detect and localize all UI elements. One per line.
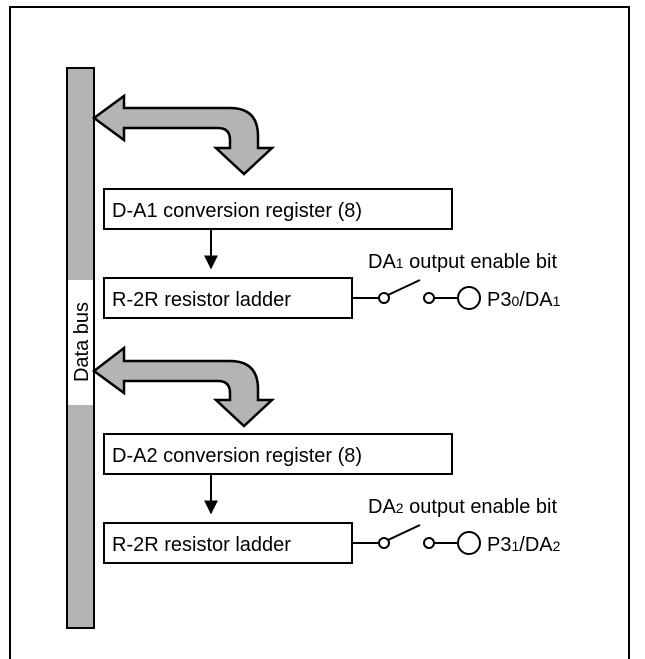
register-label-1: D-A1 conversion register (8) — [112, 200, 362, 222]
register-box-2 — [103, 433, 453, 475]
data-bus-label-bg — [68, 280, 93, 405]
register-label-2: D-A2 conversion register (8) — [112, 445, 362, 467]
diagram-frame — [9, 6, 630, 659]
bus-arrow-2 — [91, 345, 276, 428]
pin-label-2: P31/DA2 — [487, 534, 561, 556]
output-switch-2 — [352, 524, 481, 555]
enable-bit-label-2: DA2 output enable bit — [368, 496, 557, 518]
ladder-label-1: R-2R resistor ladder — [112, 289, 291, 311]
pin-label-1: P30/DA1 — [487, 289, 561, 311]
data-bus-label: Data bus — [71, 302, 93, 382]
ladder-label-2: R-2R resistor ladder — [112, 534, 291, 556]
output-switch-1 — [352, 279, 481, 310]
register-box-1 — [103, 188, 453, 230]
bus-arrow-1 — [91, 93, 276, 176]
ladder-box-1 — [103, 277, 353, 319]
enable-bit-label-1: DA1 output enable bit — [368, 251, 557, 273]
